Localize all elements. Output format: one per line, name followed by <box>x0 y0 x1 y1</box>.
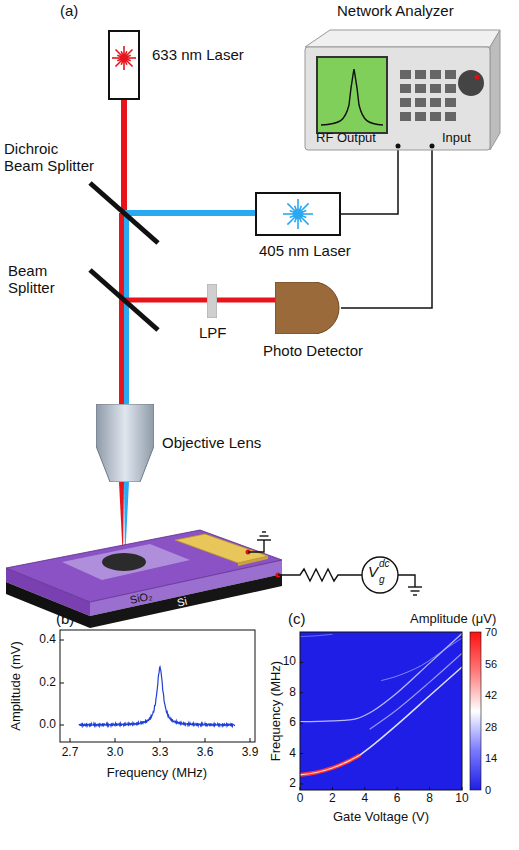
axis-ticks <box>60 640 462 790</box>
axis-label: 3.9 <box>242 746 259 760</box>
figure-label: Dichroic Beam Splitter <box>4 140 99 175</box>
signal-cable <box>341 146 398 214</box>
mode-line <box>300 755 360 775</box>
resonance-plot <box>79 667 235 727</box>
figure-label: RF Output <box>316 131 376 146</box>
axis-label: 8 <box>289 686 296 700</box>
dichroic-mirror <box>90 183 158 243</box>
axis-label: Gate Voltage (V) <box>333 810 429 825</box>
axis-label: 4 <box>289 747 296 761</box>
axis-label: 6 <box>289 716 296 730</box>
instrument-label: Objective Lens <box>162 434 261 451</box>
heatmap-ground <box>300 632 462 790</box>
axis-label: 3.3 <box>152 746 169 760</box>
figure-label: dc <box>379 558 390 570</box>
axis-label: 56 <box>485 657 497 670</box>
heatmap-modes <box>300 634 462 775</box>
axis-label: 0.4 <box>39 633 56 647</box>
colorbar <box>470 632 481 790</box>
axis-label: 6 <box>394 792 401 806</box>
figure-label: g <box>379 574 385 586</box>
axis-label: 14 <box>485 752 497 765</box>
instrument-node: LPF <box>207 284 217 318</box>
instrument-label: 633 nm Laser <box>152 46 244 63</box>
figure-label: Input <box>442 131 471 146</box>
axis-label: Amplitude (μV) <box>410 612 496 627</box>
figure-label: Beam Splitter <box>8 262 70 297</box>
mode-line <box>300 634 462 722</box>
axis-label: 0 <box>485 784 491 797</box>
axis-label: 2.7 <box>62 746 79 760</box>
mode-line <box>300 755 360 775</box>
figure-label: (a) <box>60 2 78 19</box>
instrument-label: Network Analyzer <box>337 2 454 19</box>
axis-label: Frequency (MHz) <box>269 661 284 761</box>
axis-label: 10 <box>283 655 296 669</box>
axis-label: Frequency (MHz) <box>107 766 207 781</box>
axis-label: (b) <box>56 610 74 627</box>
axis-label: 70 <box>485 626 497 639</box>
resonance-curve <box>79 667 235 727</box>
beam-splitter <box>90 270 158 330</box>
axis-label: 0.0 <box>39 718 56 732</box>
plot-frame <box>60 630 255 742</box>
axis-label: 2 <box>289 777 296 791</box>
axis-label: 4 <box>361 792 368 806</box>
instrument-label: LPF <box>199 324 227 341</box>
axis-label: Amplitude (mV) <box>9 641 24 731</box>
heatmap-frame <box>300 632 462 790</box>
instrument-node: Photo Detector <box>275 282 341 334</box>
mode-line <box>300 634 332 636</box>
instrument-shape <box>207 284 217 318</box>
axis-label: 0 <box>297 792 304 806</box>
instrument-shape <box>96 404 154 482</box>
laser-beams <box>119 100 276 560</box>
instrument-node: 633 nm Laser <box>108 30 140 100</box>
axis-label: 0.2 <box>39 676 56 690</box>
axis-label: (c) <box>288 610 306 627</box>
mode-line <box>370 653 462 729</box>
axis-label: 42 <box>485 689 497 702</box>
axis-label: 3.0 <box>107 746 124 760</box>
mode-line <box>381 638 462 681</box>
instrument-label: 405 nm Laser <box>259 242 351 259</box>
axis-label: 2 <box>329 792 336 806</box>
axis-label: 28 <box>485 720 497 733</box>
instrument-shape <box>108 30 140 100</box>
instrument-node: 405 nm Laser <box>255 192 341 236</box>
axis-label: 8 <box>426 792 433 806</box>
axis-label: 3.6 <box>197 746 214 760</box>
sample-chip <box>6 530 282 628</box>
instrument-shape <box>275 282 341 334</box>
axis-label: 10 <box>455 792 468 806</box>
signal-cable <box>341 146 432 308</box>
instrument-shape <box>255 192 341 236</box>
figure-label: V <box>368 563 378 580</box>
instrument-node: Objective Lens <box>96 404 154 482</box>
gate-circuit <box>248 532 422 595</box>
instrument-label: Photo Detector <box>263 342 363 359</box>
